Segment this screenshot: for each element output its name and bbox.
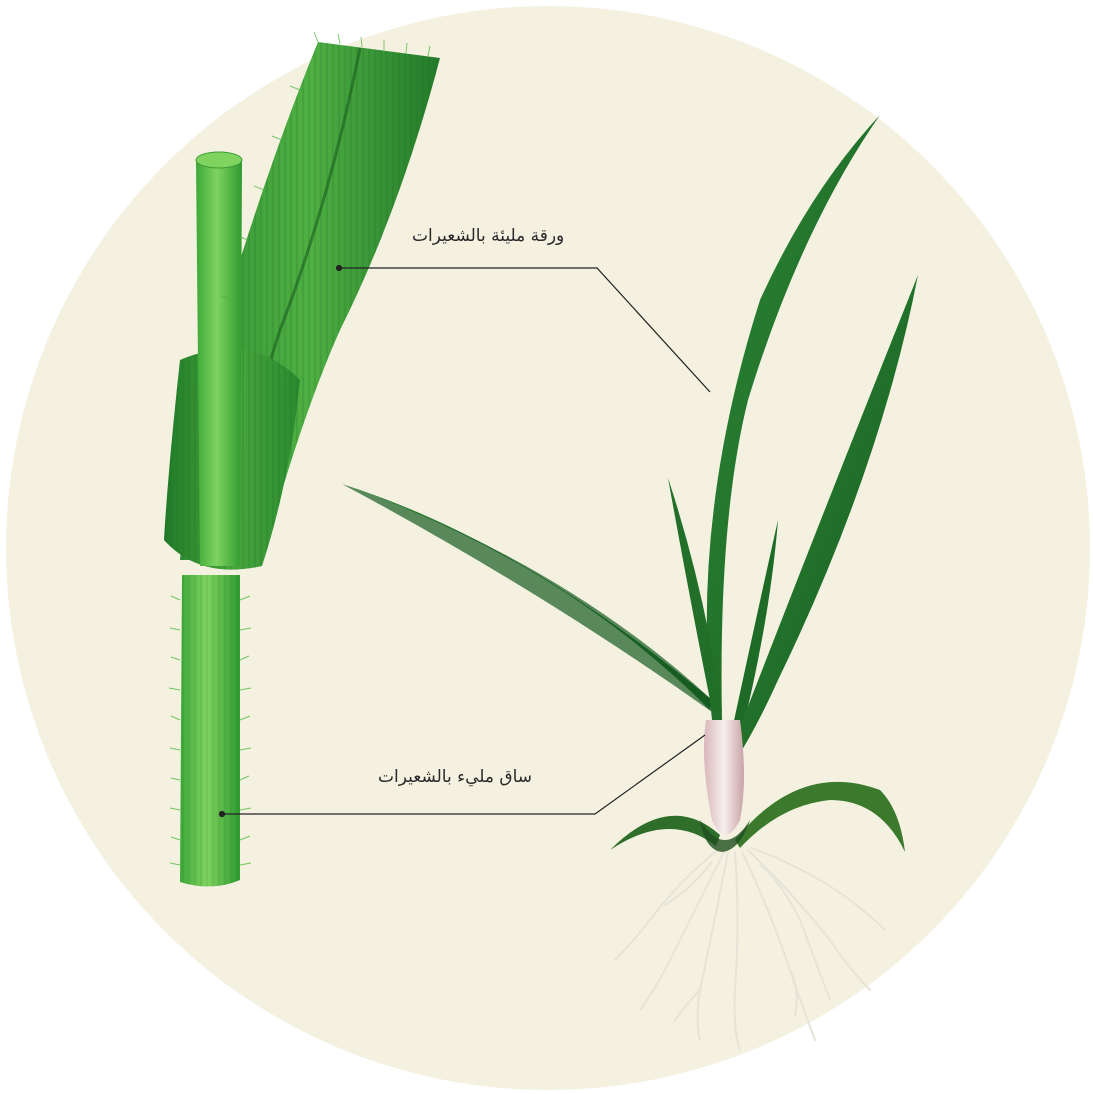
- stem-upper: [196, 154, 242, 566]
- hairy-stem-label: ساق مليء بالشعيرات: [378, 767, 532, 787]
- hairy-leaf-label: ورقة مليئة بالشعيرات: [412, 226, 564, 246]
- background-circle: [6, 6, 1090, 1090]
